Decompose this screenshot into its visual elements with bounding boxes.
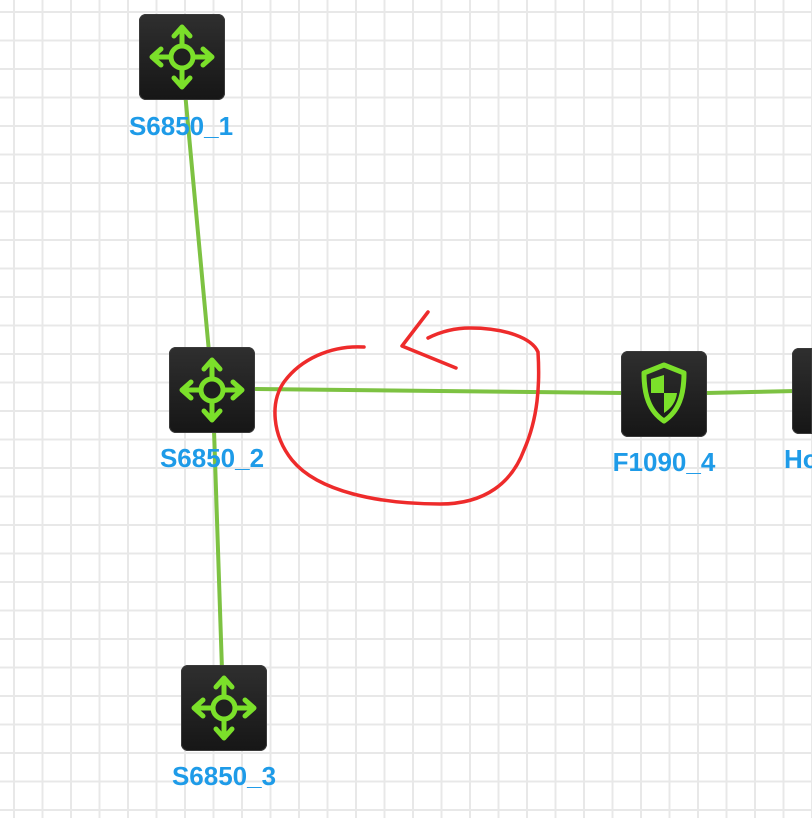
red-annotation <box>273 310 541 506</box>
links-layer <box>183 90 798 672</box>
link-f1090-4-host[interactable] <box>704 389 798 395</box>
switch-icon <box>191 675 257 741</box>
device-s6850-1[interactable] <box>139 14 225 100</box>
host-icon <box>792 348 812 434</box>
node-label-f1090-4: F1090_4 <box>612 447 716 477</box>
switch-icon <box>149 24 215 90</box>
link-s6850-2-f1090-4[interactable] <box>254 387 627 395</box>
annotation-arrowhead <box>400 310 458 370</box>
node-label-host: Ho <box>784 444 812 474</box>
link-s6850-2-s6850-3[interactable] <box>212 428 224 672</box>
device-f1090-4[interactable] <box>621 351 707 437</box>
node-label-s6850-3: S6850_3 <box>171 761 277 791</box>
node-label-s6850-1: S6850_1 <box>128 111 234 141</box>
device-host[interactable] <box>792 348 812 434</box>
annotation-freehand-circle <box>273 326 541 506</box>
device-s6850-2[interactable] <box>169 347 255 433</box>
switch-icon <box>179 357 245 423</box>
node-label-s6850-2: S6850_2 <box>159 443 265 473</box>
device-s6850-3[interactable] <box>181 665 267 751</box>
firewall-shield-icon <box>641 362 687 424</box>
link-s6850-1-s6850-2[interactable] <box>183 90 211 354</box>
